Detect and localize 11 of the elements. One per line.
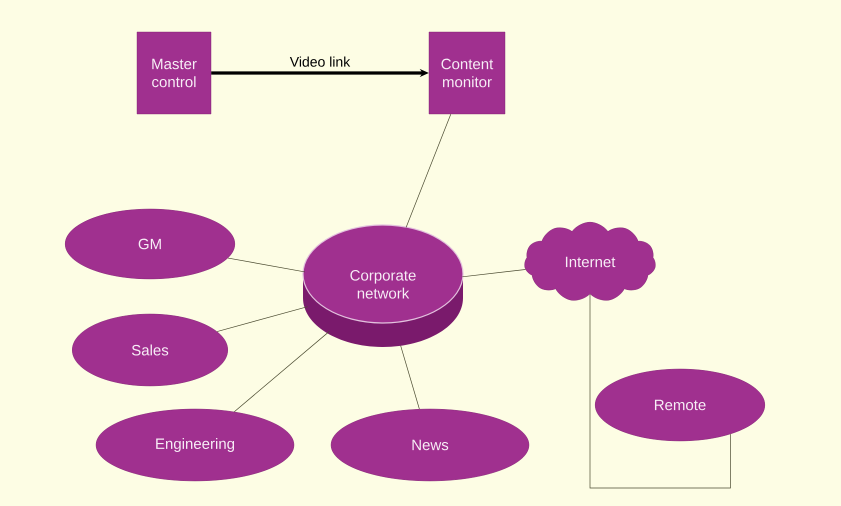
connector-line (590, 294, 731, 488)
connector-line (216, 306, 308, 332)
network-cylinder: Corporate network (302, 224, 464, 347)
connector-line (400, 345, 420, 410)
process-box: Content monitor (428, 32, 506, 114)
connector-line (228, 258, 306, 272)
process-box: Master control (136, 32, 212, 114)
connector-line (462, 269, 526, 278)
internet-cloud: Internet (524, 222, 656, 301)
edge-label: Video link (288, 56, 352, 68)
connector-line (406, 114, 452, 228)
